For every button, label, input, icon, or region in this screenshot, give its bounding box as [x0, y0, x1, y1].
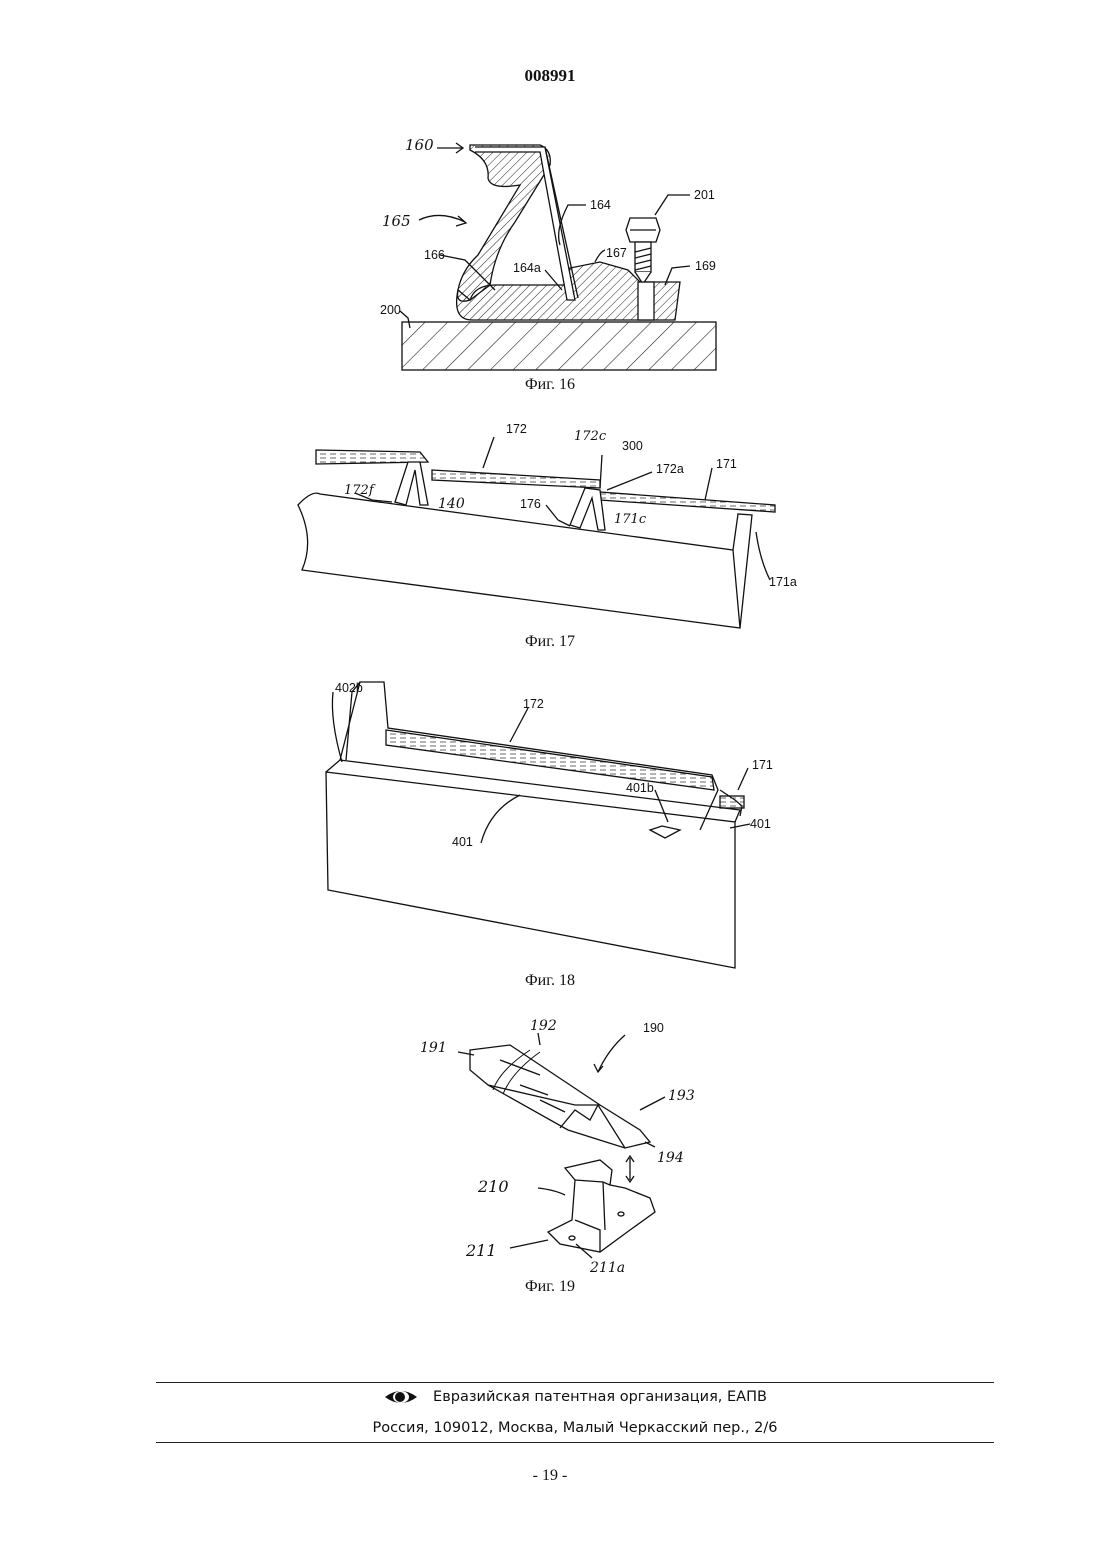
- label-172c: 172c: [574, 429, 607, 444]
- clip-210: [548, 1160, 655, 1252]
- label-169: 169: [695, 259, 716, 273]
- figure-19-drawing: [458, 1033, 665, 1258]
- label-401-left: 401: [452, 835, 473, 849]
- profile-190: [470, 1045, 650, 1148]
- label-140: 140: [438, 496, 465, 512]
- page-number: - 19 -: [0, 1467, 1100, 1485]
- label-165: 165: [382, 212, 411, 230]
- figure-16-drawing: [400, 143, 716, 370]
- label-164a: 164a: [513, 261, 541, 275]
- label-200: 200: [380, 303, 401, 317]
- clip-profile-right: [570, 488, 605, 530]
- label-300: 300: [622, 439, 643, 453]
- label-190: 190: [643, 1021, 664, 1035]
- panel-171: [600, 492, 775, 512]
- footer-organization: Евразийская патентная организация, ЕАПВ: [156, 1387, 994, 1407]
- label-401b: 401b: [626, 781, 654, 795]
- label-210: 210: [477, 1177, 509, 1196]
- footer-org-name: Евразийская патентная организация, ЕАПВ: [433, 1389, 767, 1405]
- footer-top-rule: [156, 1382, 994, 1383]
- label-193: 193: [668, 1088, 695, 1104]
- figure-19-caption: Фиг. 19: [450, 1278, 650, 1296]
- figure-16-caption: Фиг. 16: [450, 376, 650, 394]
- label-166: 166: [424, 248, 445, 262]
- label-171: 171: [716, 457, 737, 471]
- base-200: [402, 322, 716, 370]
- label-172-fig18: 172: [523, 697, 544, 711]
- label-194: 194: [657, 1150, 684, 1166]
- eapo-logo-icon: [383, 1387, 419, 1407]
- beam-171a: [298, 493, 752, 628]
- label-191: 191: [420, 1040, 447, 1056]
- label-172a: 172a: [656, 462, 684, 476]
- panel-172: [432, 470, 600, 488]
- label-176: 176: [520, 497, 541, 511]
- label-167: 167: [606, 246, 627, 260]
- label-172: 172: [506, 422, 527, 436]
- label-160: 160: [405, 136, 434, 154]
- screw-hole: [638, 282, 654, 320]
- label-192: 192: [530, 1018, 557, 1034]
- figure-18-drawing: [326, 682, 750, 968]
- label-172f: 172f: [344, 483, 376, 498]
- figure-17-drawing: [298, 437, 775, 628]
- label-211: 211: [465, 1241, 497, 1260]
- label-171a: 171a: [769, 575, 797, 589]
- panel-172: [386, 730, 714, 790]
- label-171-fig18: 171: [752, 758, 773, 772]
- label-201: 201: [694, 188, 715, 202]
- clip-profile-left: [395, 462, 428, 505]
- label-164: 164: [590, 198, 611, 212]
- figure-17-caption: Фиг. 17: [450, 633, 650, 651]
- footer-bottom-rule: [156, 1442, 994, 1443]
- figure-18-caption: Фиг. 18: [450, 972, 650, 990]
- label-171c: 171c: [614, 512, 647, 527]
- label-402b: 402b: [335, 681, 363, 695]
- clip-body-166: [458, 145, 551, 301]
- label-211a: 211a: [589, 1260, 625, 1276]
- footer-address: Россия, 109012, Москва, Малый Черкасский…: [156, 1420, 994, 1436]
- label-401-right: 401: [750, 817, 771, 831]
